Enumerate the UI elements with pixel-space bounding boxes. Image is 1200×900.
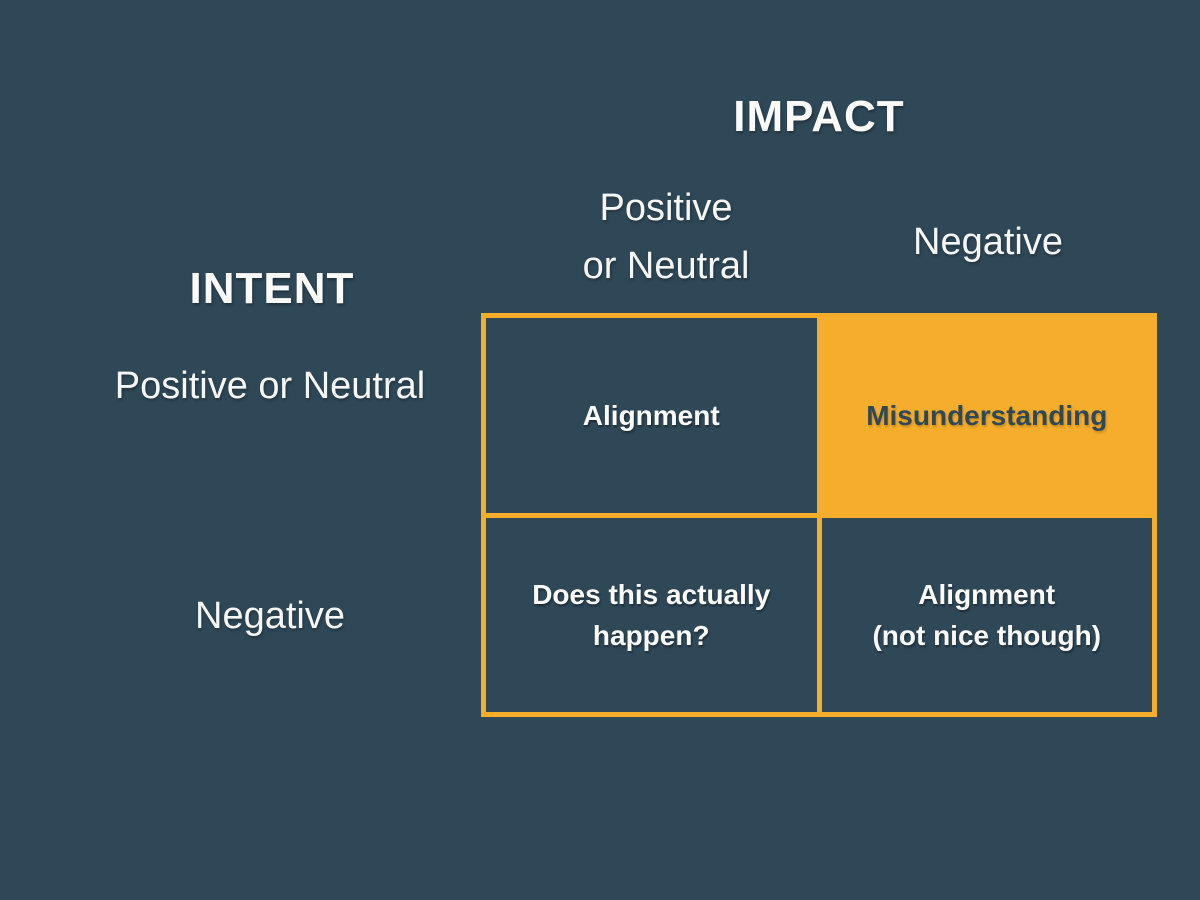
matrix-grid: Alignment Misunderstanding Does this act… [481, 313, 1157, 717]
cell-text-line: Alignment [582, 399, 720, 431]
impact-axis-title: IMPACT [733, 92, 905, 141]
column-header-positive-or-neutral: Positive or Neutral [583, 179, 750, 295]
column-header-line: or Neutral [582, 245, 750, 287]
intent-axis-title: INTENT [189, 264, 355, 313]
column-header-line: Positive [599, 187, 733, 229]
row-header-negative: Negative [195, 595, 345, 637]
cell-text-line: Does this actually [532, 578, 771, 610]
cell-alignment: Alignment [486, 318, 817, 513]
cell-does-this-actually-happen: Does this actually happen? [486, 517, 817, 712]
row-header-positive-or-neutral: Positive or Neutral [114, 365, 426, 407]
cell-misunderstanding: Misunderstanding [821, 318, 1152, 513]
cell-text-line: Alignment [918, 578, 1056, 610]
cell-text-line: happen? [592, 619, 710, 651]
cell-alignment-not-nice: Alignment (not nice though) [821, 517, 1152, 712]
cell-text-line: Misunderstanding [866, 399, 1108, 431]
column-header-negative: Negative [913, 221, 1063, 263]
cell-text-line: (not nice though) [872, 619, 1102, 651]
